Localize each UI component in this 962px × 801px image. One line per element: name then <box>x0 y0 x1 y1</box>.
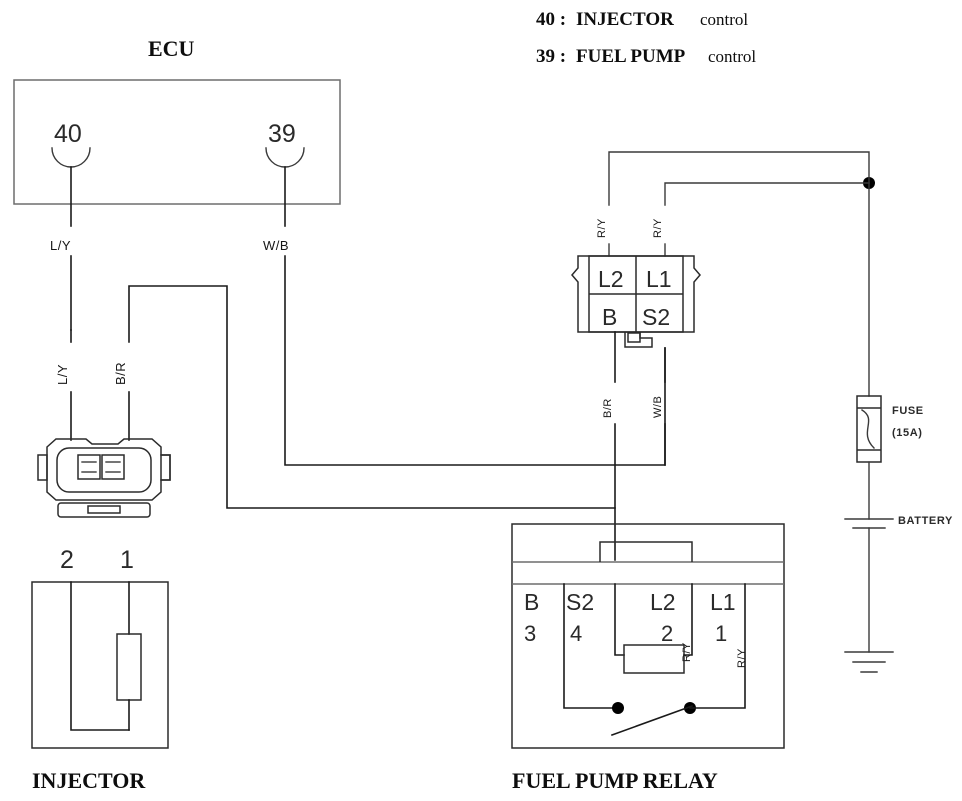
relay-switch-arm <box>610 704 694 737</box>
relay-terminal-L2-label: L2 <box>650 589 676 615</box>
injector-connector-wing-left <box>37 454 48 481</box>
wire-label-ry-relay-l1: R/Y <box>736 648 748 668</box>
relay-contact-dot-left <box>612 702 624 714</box>
wire-wb-ecu-to-relay-connector <box>284 255 666 466</box>
fuel-pump-relay-title: FUEL PUMP RELAY <box>512 768 718 793</box>
relay-terminal-B-label: B <box>524 589 539 615</box>
legend-block: 40 : INJECTOR control 39 : FUEL PUMP con… <box>536 9 756 67</box>
relay-terminal-S2-label: S2 <box>566 589 594 615</box>
battery-label: BATTERY <box>898 515 953 527</box>
relay-coil <box>623 644 685 674</box>
ecu-title: ECU <box>148 36 195 61</box>
relay-connector-latch-tab <box>627 332 641 343</box>
relay-connector-cell-S2: S2 <box>642 304 670 330</box>
wire-ry-bus <box>608 151 875 206</box>
legend-suffix-fuel-pump: control <box>708 47 756 66</box>
ecu-body <box>13 79 341 205</box>
relay-connector-housing <box>571 255 701 333</box>
relay-connector: L2 L1 B S2 <box>571 255 701 348</box>
relay-terminal-B-number: 3 <box>524 621 536 646</box>
ecu-pin-39-socket <box>265 147 305 168</box>
wire-label-ry-l2: R/Y <box>596 218 608 238</box>
wire-label-ry-l1: R/Y <box>652 218 664 238</box>
injector-coil <box>116 633 142 701</box>
wire-wb-connector-down: W/B <box>652 347 666 466</box>
injector-pin-1-number: 1 <box>120 546 134 574</box>
fuse-label: FUSE <box>892 405 924 417</box>
injector-cavity-1 <box>101 454 125 480</box>
relay-terminal-S2-number: 4 <box>570 621 582 646</box>
relay-terminal-L2-number: 2 <box>661 621 673 646</box>
ecu-pin-40-socket <box>51 147 91 168</box>
fuel-pump-relay-body <box>511 523 785 749</box>
relay-terminal-L1-label: L1 <box>710 589 736 615</box>
injector-connector-latch-tab <box>87 505 121 514</box>
relay-connector-cell-L1: L1 <box>646 266 672 292</box>
injector-connector-wing-right <box>160 454 171 481</box>
wire-label-br-connector: B/R <box>602 398 614 418</box>
relay-connector-cell-L2: L2 <box>598 266 624 292</box>
injector-body <box>31 581 169 749</box>
wire-label-ly-injector: L/Y <box>55 364 70 385</box>
injector-connector <box>37 438 171 518</box>
injector-title: INJECTOR <box>32 768 146 793</box>
fuel-pump-relay-top-tab <box>599 541 693 562</box>
power-column: FUSE (15A) BATTERY <box>844 182 953 673</box>
wire-br-injector-to-relay: B/R <box>113 285 616 509</box>
relay-connector-latch <box>624 332 653 348</box>
legend-pin-39: 39 : <box>536 46 566 67</box>
relay-connector-cell-B: B <box>602 304 617 330</box>
injector-connector-inner-ring <box>56 447 152 493</box>
wire-br-connector-down: B/R <box>602 331 616 561</box>
wire-ly-ecu-to-injector: L/Y <box>55 329 72 441</box>
wire-label-ly-ecu: L/Y <box>50 238 71 253</box>
fuse-body <box>856 395 882 463</box>
injector-pin-2-number: 2 <box>60 546 74 574</box>
ecu-pin-39-number: 39 <box>268 120 296 148</box>
legend-component-fuel-pump: FUEL PUMP <box>576 46 686 67</box>
injector-group: 2 1 INJECTOR <box>31 546 169 793</box>
injector-cavity-2 <box>77 454 101 480</box>
ecu-group: ECU 40 L/Y 39 W/B <box>13 36 341 331</box>
wire-label-wb-connector: W/B <box>652 396 664 418</box>
injector-connector-latch <box>57 502 151 518</box>
fuel-pump-relay-group: B 3 S2 4 L2 2 L1 1 R/Y R/Y FUEL PUMP REL… <box>511 523 785 793</box>
fuse-element <box>861 409 875 449</box>
fuse-rating: (15A) <box>892 427 923 439</box>
legend-suffix-injector: control <box>700 10 748 29</box>
legend-pin-40: 40 : <box>536 9 566 30</box>
wire-label-wb-ecu: W/B <box>263 238 289 253</box>
wire-label-br-injector: B/R <box>113 362 128 385</box>
ecu-pin-40-number: 40 <box>54 120 82 148</box>
legend-component-injector: INJECTOR <box>576 9 674 30</box>
relay-terminal-L1-number: 1 <box>715 621 727 646</box>
